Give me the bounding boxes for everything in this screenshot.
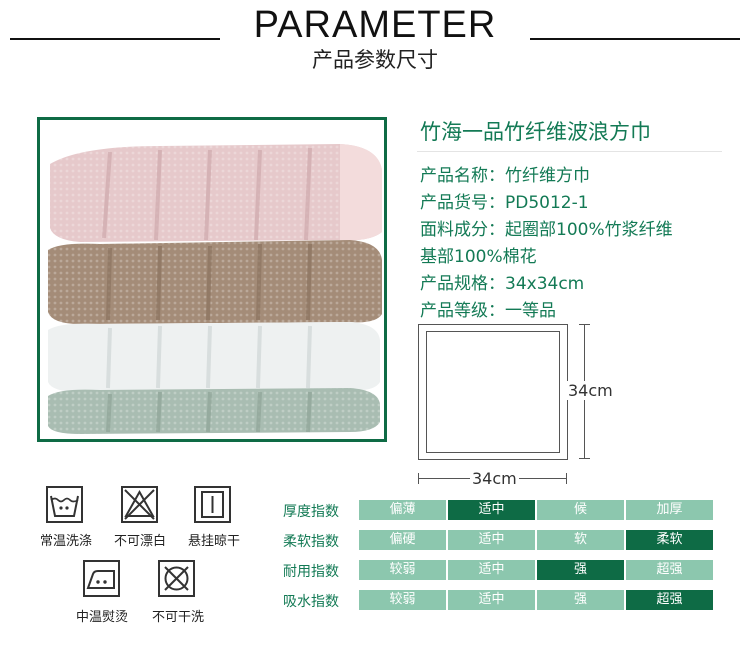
spec-row-material: 面料成分：起圈部100%竹浆纤维 [420,215,673,240]
spec-row-sku: 产品货号：PD5012-1 [420,188,589,213]
no-dry-clean-icon [158,560,195,597]
index-softness-opt-1: 适中 [448,530,535,550]
height-dimension-label: 34cm [566,381,615,400]
spec-row-material-base: 基部100%棉花 [420,242,537,267]
spec-value: 34x34cm [505,274,585,294]
spec-key: 产品等级： [420,301,505,321]
width-dimension-cap-left [418,473,419,484]
index-absorbency-opt-3: 超强 [626,590,713,610]
index-thickness-opt-0: 偏薄 [359,500,446,520]
spec-value: 一等品 [505,301,556,321]
spec-value: PD5012-1 [505,193,589,213]
height-dimension-cap-top [579,324,590,325]
index-label-softness: 柔软指数 [283,534,339,550]
page-title-cn: 产品参数尺寸 [312,48,438,72]
care-label-iron: 中温熨烫 [75,610,128,625]
index-softness-opt-3: 柔软 [626,530,713,550]
index-label-thickness: 厚度指数 [283,504,339,520]
medium-iron-icon [83,560,120,597]
index-durability-opt-1: 适中 [448,560,535,580]
spec-value: 竹纤维方巾 [505,166,590,186]
index-softness-opt-0: 偏硬 [359,530,446,550]
title-divider [417,151,722,152]
care-label-bleach: 不可漂白 [113,534,166,549]
line-dry-icon [194,486,231,523]
height-dimension-cap-bottom [579,458,590,459]
page-title-en: PARAMETER [253,4,497,46]
spec-row-name: 产品名称：竹纤维方巾 [420,161,590,186]
index-label-durability: 耐用指数 [283,564,339,580]
spec-value: 基部100%棉花 [420,247,537,267]
spec-key: 产品名称： [420,166,505,186]
index-durability-opt-0: 较弱 [359,560,446,580]
towel-stack-image [48,144,382,434]
index-label-absorbency: 吸水指数 [283,594,339,610]
spec-row-grade: 产品等级：一等品 [420,296,556,321]
index-thickness-opt-2: 候 [537,500,624,520]
header-rule-right [530,38,740,40]
product-photo [37,117,387,442]
index-absorbency-opt-1: 适中 [448,590,535,610]
width-dimension-label: 34cm [470,469,519,488]
no-bleach-icon [121,486,158,523]
spec-key: 面料成分： [420,220,505,240]
care-label-dryclean: 不可干洗 [151,610,204,625]
product-title: 竹海一品竹纤维波浪方巾 [420,120,651,144]
spec-key: 产品规格： [420,274,505,294]
index-thickness-opt-1: 适中 [448,500,535,520]
index-absorbency-opt-2: 强 [537,590,624,610]
index-absorbency-opt-0: 较弱 [359,590,446,610]
index-durability-opt-2: 强 [537,560,624,580]
care-label-dry: 悬挂晾干 [187,534,240,549]
wash-tub-icon [46,486,83,523]
size-diagram-inner [426,331,560,453]
index-durability-opt-3: 超强 [626,560,713,580]
width-dimension-cap-right [566,473,567,484]
index-softness-opt-2: 软 [537,530,624,550]
care-label-wash: 常温洗涤 [39,534,92,549]
spec-key: 产品货号： [420,193,505,213]
header-rule-left [10,38,220,40]
spec-row-size: 产品规格：34x34cm [420,269,584,294]
spec-value: 起圈部100%竹浆纤维 [505,220,673,240]
index-thickness-opt-3: 加厚 [626,500,713,520]
